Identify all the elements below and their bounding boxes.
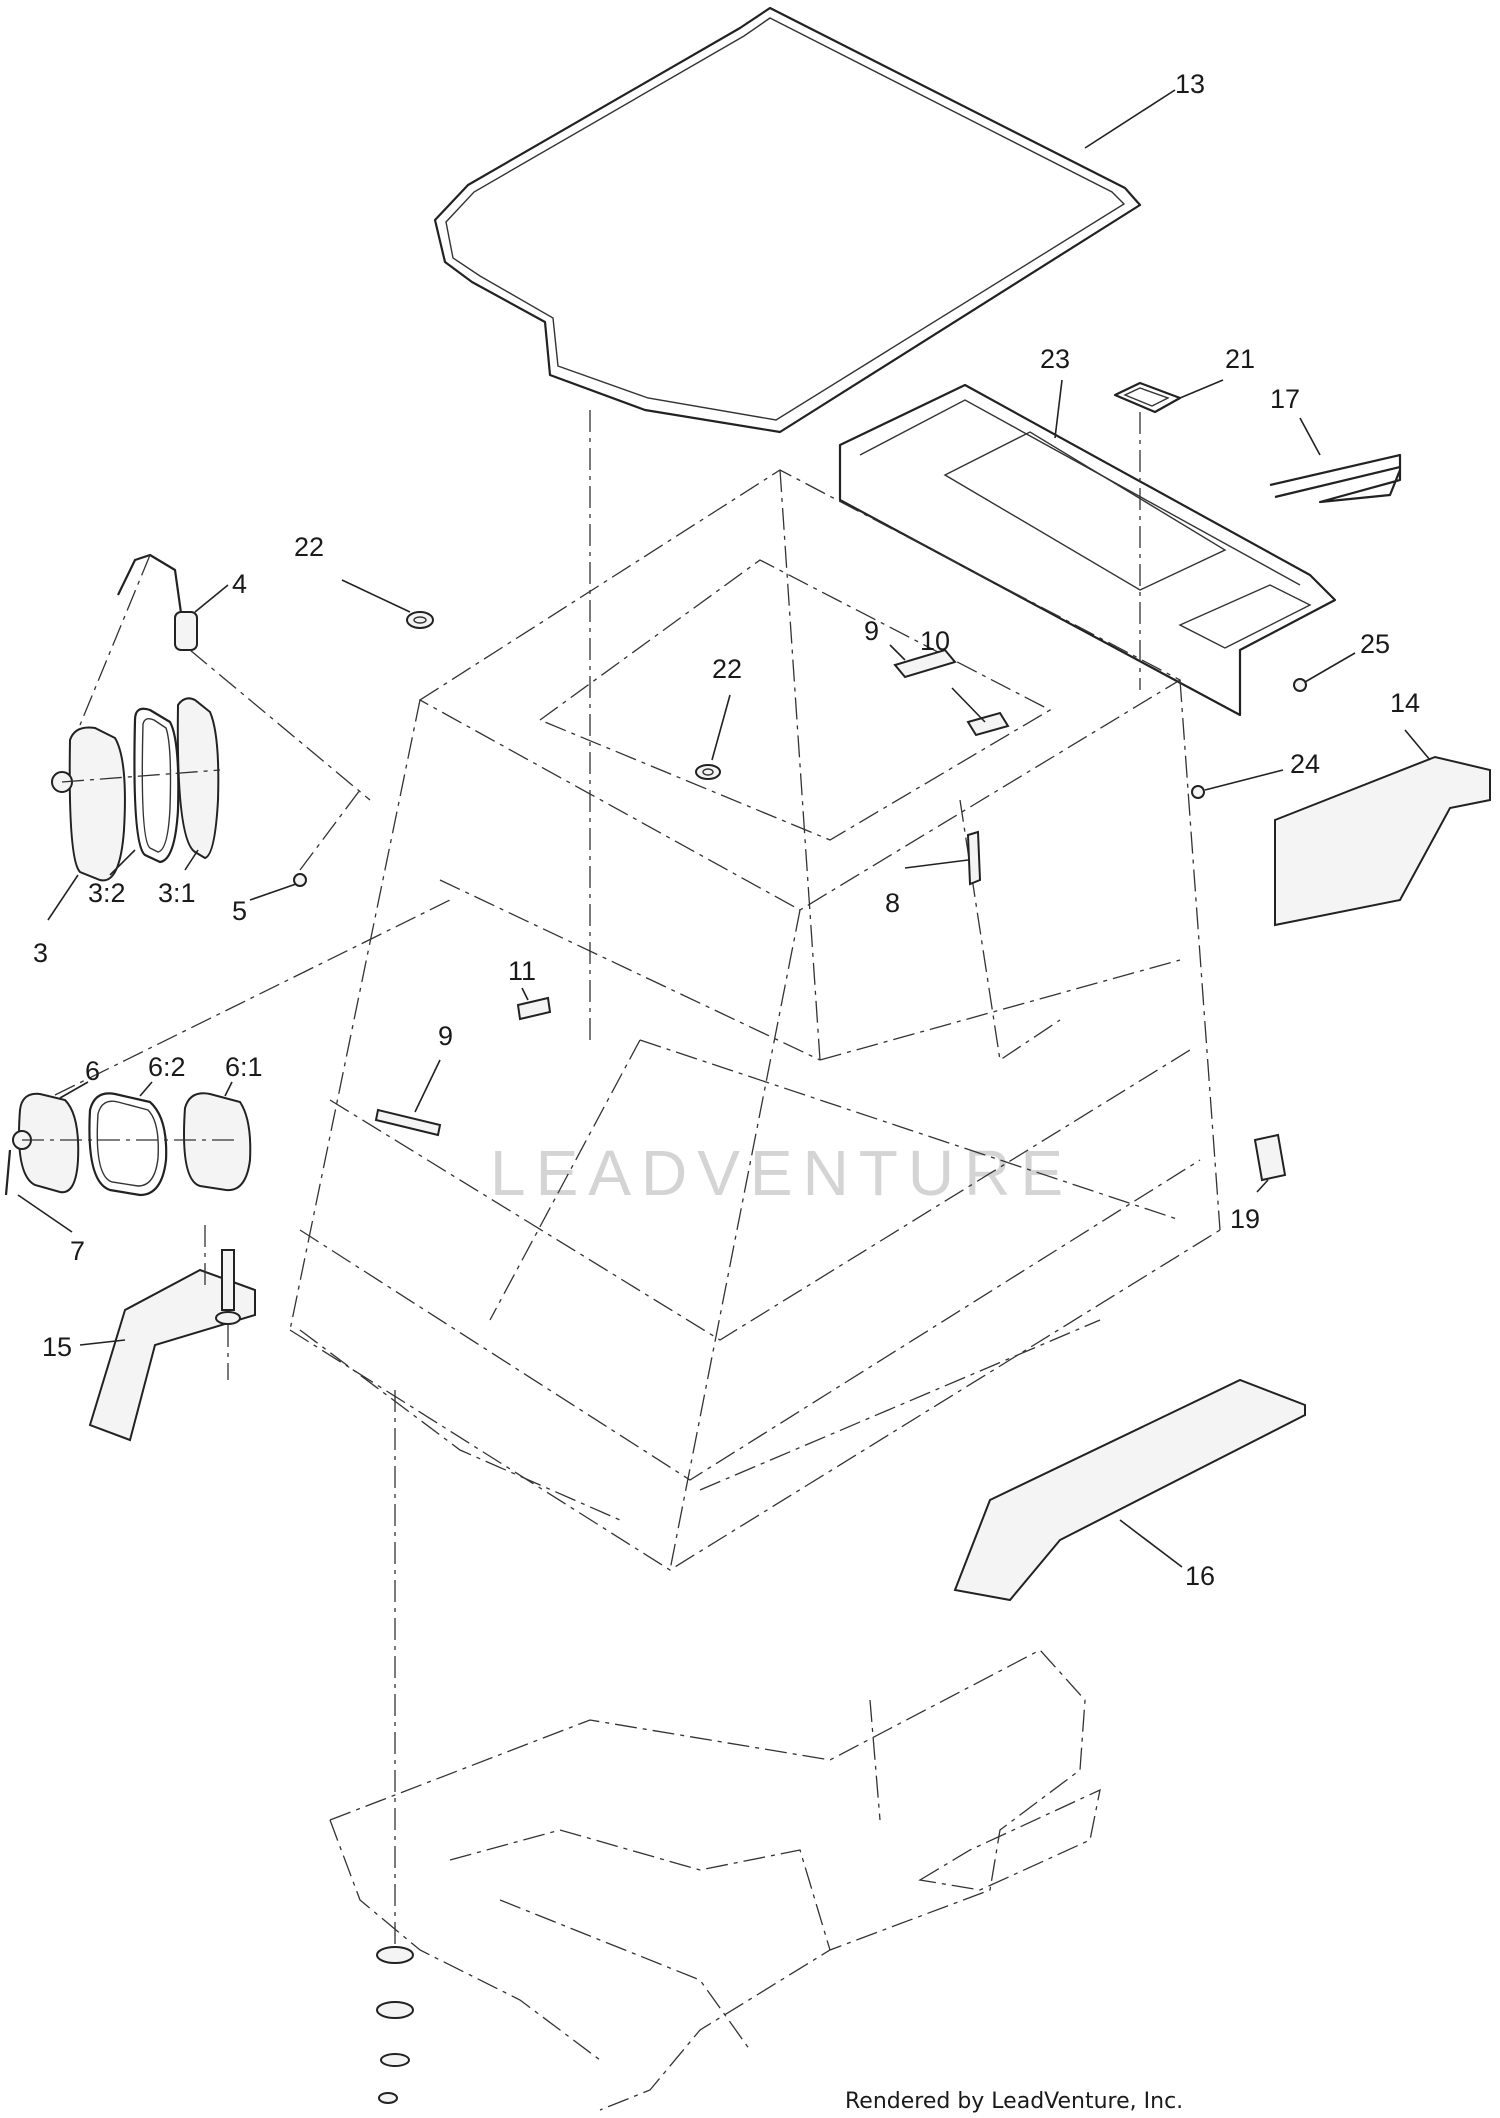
callout-6-1: 6:1 (225, 1052, 263, 1082)
leader-lines (17, 89, 1431, 1568)
reflector-part-19 (1253, 1133, 1287, 1182)
watermark: LEADVENTURE (490, 1137, 1073, 1209)
grommet-part-22 (406, 611, 721, 780)
callout-3-1: 3:1 (158, 878, 196, 908)
callout-16: 16 (1185, 1561, 1215, 1591)
callout-10: 10 (920, 626, 950, 656)
fender-part-16 (953, 1378, 1306, 1602)
bolt-part-5 (293, 789, 361, 887)
upper-mirror-assembly (51, 553, 371, 882)
callout-labels: 13 23 21 17 22 4 9 10 22 25 14 24 3 3:2 … (33, 69, 1420, 1591)
callout-9a: 9 (864, 616, 879, 646)
chassis-base (329, 1390, 1101, 2111)
roof-seal-part-13 (433, 6, 1142, 1040)
callout-22b: 22 (712, 654, 742, 684)
strip-part-17 (1269, 453, 1402, 504)
callout-24: 24 (1290, 749, 1320, 779)
callout-17: 17 (1270, 384, 1300, 414)
credit-text: Rendered by LeadVenture, Inc. (845, 2089, 1183, 2114)
callout-3-2: 3:2 (88, 878, 126, 908)
callout-8: 8 (885, 888, 900, 918)
panel-part-23 (838, 383, 1337, 717)
callout-15: 15 (42, 1332, 72, 1362)
callout-3: 3 (33, 938, 48, 968)
callout-7: 7 (70, 1236, 85, 1266)
callout-6-2: 6:2 (148, 1052, 186, 1082)
callout-19: 19 (1230, 1204, 1260, 1234)
callout-5: 5 (232, 896, 247, 926)
callout-25: 25 (1360, 629, 1390, 659)
callout-13: 13 (1175, 69, 1205, 99)
decals (374, 648, 1010, 1137)
callout-4: 4 (232, 569, 247, 599)
cab-frame (289, 469, 1221, 1571)
callout-21: 21 (1225, 344, 1255, 374)
guard-part-15 (88, 1225, 256, 1442)
callout-6: 6 (85, 1056, 100, 1086)
gasket-part-21 (1113, 381, 1182, 690)
callout-22a: 22 (294, 532, 324, 562)
callout-14: 14 (1390, 688, 1420, 718)
callout-23: 23 (1040, 344, 1070, 374)
lower-mirror-assembly (4, 899, 451, 1197)
callout-9b: 9 (438, 1021, 453, 1051)
hardware-parts (215, 678, 1307, 1380)
callout-11: 11 (508, 956, 536, 986)
guard-part-14 (1274, 755, 1491, 927)
